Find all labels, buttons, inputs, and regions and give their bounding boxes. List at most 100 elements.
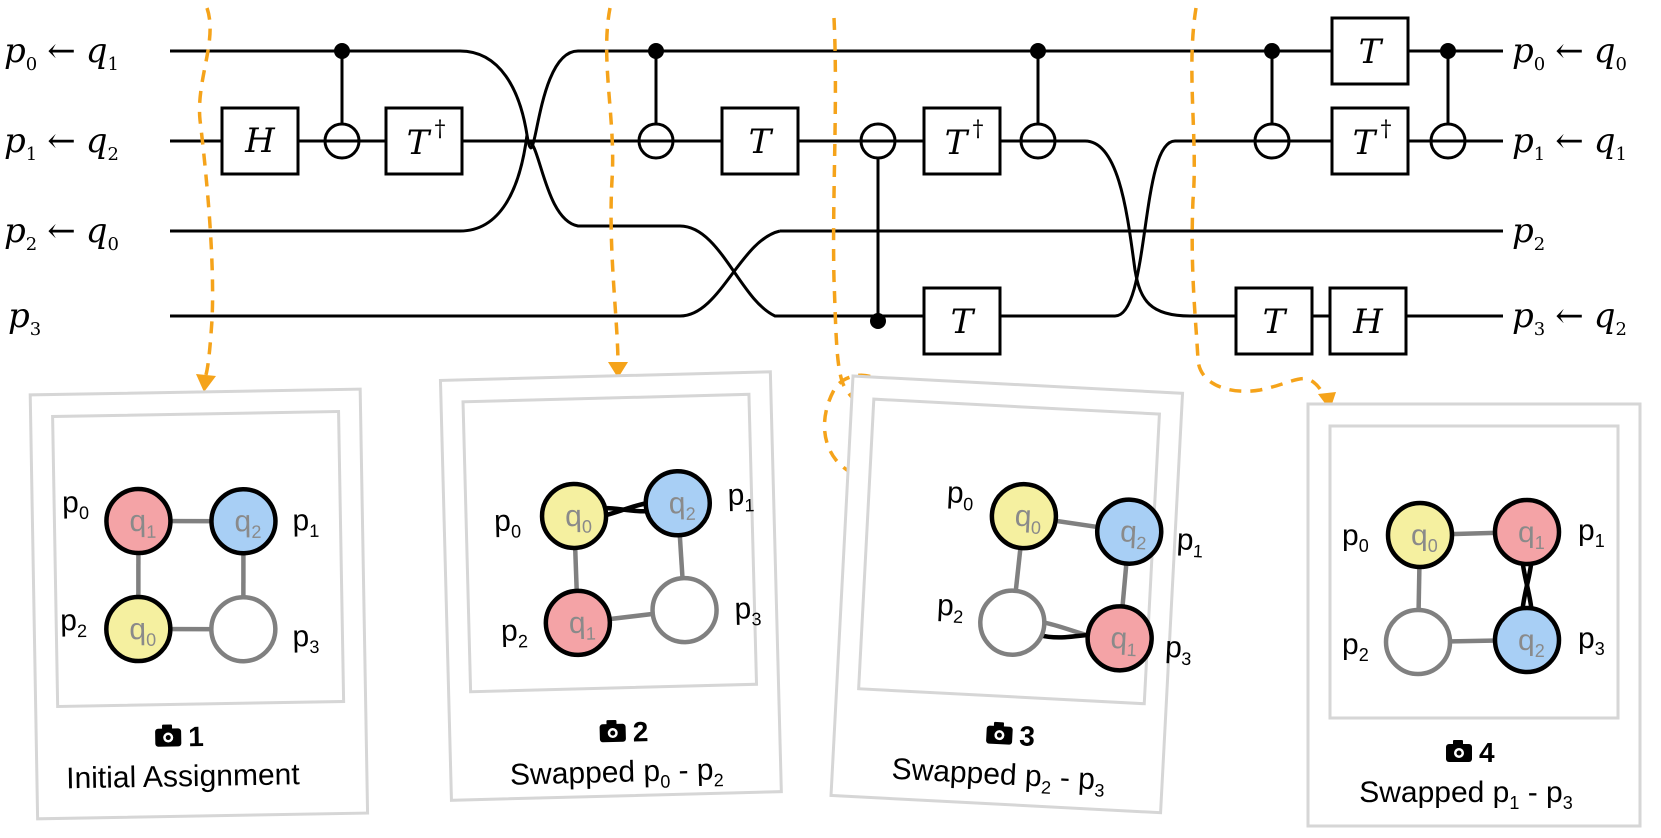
snapshot-1-node-p0 (104, 486, 173, 556)
gates: H T † T T † T (220, 16, 1467, 356)
gate-tdg-2-sup: † (973, 117, 984, 142)
snapshot-1-p1: p1 (292, 504, 319, 541)
gate-t-1 (720, 106, 800, 176)
snapshot-2-q-p0: q0 (565, 500, 593, 538)
left-label-2: p2←q0 (4, 211, 119, 255)
snapshot-3-node-p3 (1085, 604, 1154, 673)
snapshot-2-node-p0 (539, 481, 609, 551)
snapshot-2-p0: p0 (494, 504, 522, 542)
snapshot-1-node-p2 (104, 594, 173, 664)
snapshot-1-q-p1: q2 (234, 505, 261, 542)
snapshot-1-p2: p2 (60, 604, 87, 641)
gate-h-2 (1328, 286, 1408, 356)
snapshot-1-caption: Initial Assignment (66, 758, 301, 795)
snapshot-2-q-p1: q2 (668, 487, 696, 525)
snapshot-2-number: 2 (632, 716, 648, 747)
snapshot-1-node-p1 (209, 486, 278, 556)
right-label-3: p3←q2 (1512, 296, 1627, 340)
gate-t-4 (1330, 16, 1410, 86)
snapshot-3-q-p0: q0 (1014, 500, 1043, 538)
snapshot-3-p2: p2 (936, 589, 965, 627)
snapshot-4-q-p1: q1 (1518, 516, 1545, 553)
snapshot-card-2: q0 q2 q1 p0 p1 p2 p3 2 Swapped p0 - p2 (438, 370, 783, 802)
circuit (170, 49, 1503, 318)
cnot-6-control (1440, 43, 1456, 59)
snapshot-3-number: 3 (1019, 720, 1036, 752)
gate-tdg-3 (1330, 106, 1410, 176)
snapshot-3-caption: Swapped p2 - p3 (891, 753, 1106, 801)
gate-h-2-label: H (1352, 302, 1384, 342)
snapshot-4-caption: Swapped p1 - p3 (1359, 776, 1573, 813)
gate-t-1-label: T (749, 122, 774, 162)
snapshot-3-node-p1 (1094, 497, 1164, 566)
snapshot-2-p3: p3 (734, 592, 762, 630)
snapshot-3-p3: p3 (1164, 631, 1193, 669)
snapshot-4-node-p3 (1492, 605, 1562, 675)
snapshot-4-q-p0: q0 (1411, 519, 1438, 556)
snapshot-3-inner-frame (857, 397, 1162, 706)
snapshot-1-inner-frame (51, 409, 346, 708)
snapshot-4-p3: p3 (1578, 622, 1605, 659)
wire-p3 (170, 229, 781, 318)
snapshot-1-p3: p3 (292, 620, 319, 657)
snapshot-1-q-p2: q0 (129, 613, 156, 650)
gate-t-3-label: T (1263, 302, 1288, 342)
snapshot-4-q-p3: q2 (1518, 624, 1545, 661)
left-label-3: p3 (8, 296, 41, 340)
gate-tdg-2-label: T (945, 123, 970, 163)
snapshot-1-number: 1 (188, 721, 204, 752)
right-label-1: p1←q1 (1512, 121, 1627, 165)
snapshot-3-p1: p1 (1176, 523, 1205, 561)
gate-t-4-label: T (1359, 32, 1384, 72)
pointer-1-head (196, 374, 216, 392)
snapshot-4-node-p1 (1492, 497, 1562, 567)
right-labels: p0←q0 p1←q1 p2 p3←q2 (1512, 31, 1627, 340)
wire-p1-main (528, 139, 1503, 318)
cnot-3-control (870, 313, 886, 329)
left-label-1: p1←q2 (4, 121, 119, 165)
pointer-4 (1190, 7, 1328, 399)
camera-icon (155, 724, 182, 747)
snapshot-2-p2: p2 (501, 614, 529, 652)
cnot-1-control (334, 43, 350, 59)
snapshot-1-p0: p0 (62, 486, 89, 523)
snapshot-2-q-p2: q1 (568, 606, 596, 644)
camera-icon (1446, 740, 1472, 762)
snapshot-4-node-p2 (1383, 607, 1453, 677)
snapshot-3-p0: p0 (946, 476, 975, 514)
wire-p0 (170, 49, 1503, 150)
snapshot-2-caption: Swapped p0 - p2 (510, 753, 724, 796)
snapshot-3-q-p3: q1 (1110, 622, 1139, 660)
wire-p1 (170, 139, 1503, 318)
gate-tdg-1 (384, 106, 464, 176)
gate-t-3 (1234, 286, 1314, 356)
pointer-2-head (608, 362, 628, 378)
snapshot-3-q-p1: q2 (1119, 515, 1148, 553)
snapshot-2-node-p1 (643, 468, 713, 538)
gate-tdg-3-label: T (1353, 123, 1378, 163)
snapshot-card-4: q0 q1 q2 p0 p1 p2 p3 4 Swapped p1 - p3 (1306, 402, 1642, 828)
cnot-5-control (1264, 43, 1280, 59)
gate-t-2 (922, 286, 1002, 356)
gate-tdg-3-sup: † (1381, 117, 1392, 142)
right-label-2: p2 (1512, 211, 1545, 255)
snapshot-card-3: q0 q2 q1 p0 p1 p2 p3 3 Swapped p2 - p3 (829, 374, 1205, 815)
camera-icon (599, 719, 626, 743)
gate-h-1 (220, 106, 300, 176)
right-label-0: p0←q0 (1512, 31, 1627, 75)
cnot-2-control (648, 43, 664, 59)
gate-tdg-2 (922, 106, 1002, 176)
wire-p2 (170, 134, 529, 233)
pointer-1 (197, 7, 215, 379)
gate-t-2-label: T (951, 302, 976, 342)
camera-icon (986, 721, 1013, 745)
gate-tdg-1-sup: † (435, 117, 446, 142)
gate-tdg-1-label: T (407, 123, 432, 163)
pointer-2 (604, 7, 620, 366)
snapshot-3-node-p2 (978, 588, 1047, 657)
snapshot-2-node-p3 (650, 575, 719, 645)
left-labels: p0←q1 p1←q2 p2←q0 p3 (4, 31, 119, 340)
snapshot-1-node-p3 (209, 594, 278, 664)
snapshot-4-p1: p1 (1578, 514, 1605, 551)
gate-h-1-label: H (244, 121, 276, 161)
